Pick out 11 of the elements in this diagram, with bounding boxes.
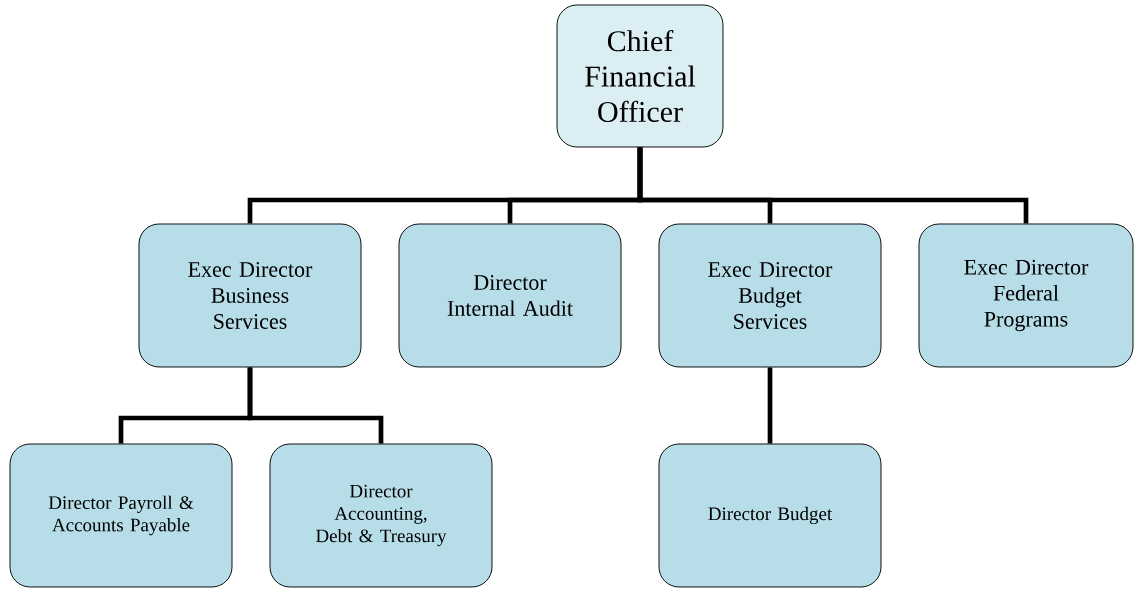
org-box: Director Accounting, Debt & Treasury — [269, 443, 493, 588]
connector-line — [247, 367, 384, 444]
org-box: Chief Financial Officer — [556, 4, 724, 148]
org-box: Exec Director Federal Programs — [918, 223, 1134, 368]
org-box: Exec Director Budget Services — [658, 223, 882, 368]
org-box: Director Payroll & Accounts Payable — [9, 443, 233, 588]
org-box: Director Budget — [658, 443, 882, 588]
org-box: Director Internal Audit — [398, 223, 622, 368]
connector-line — [767, 367, 773, 444]
connector-line — [637, 147, 1029, 224]
org-box: Exec Director Business Services — [138, 223, 362, 368]
